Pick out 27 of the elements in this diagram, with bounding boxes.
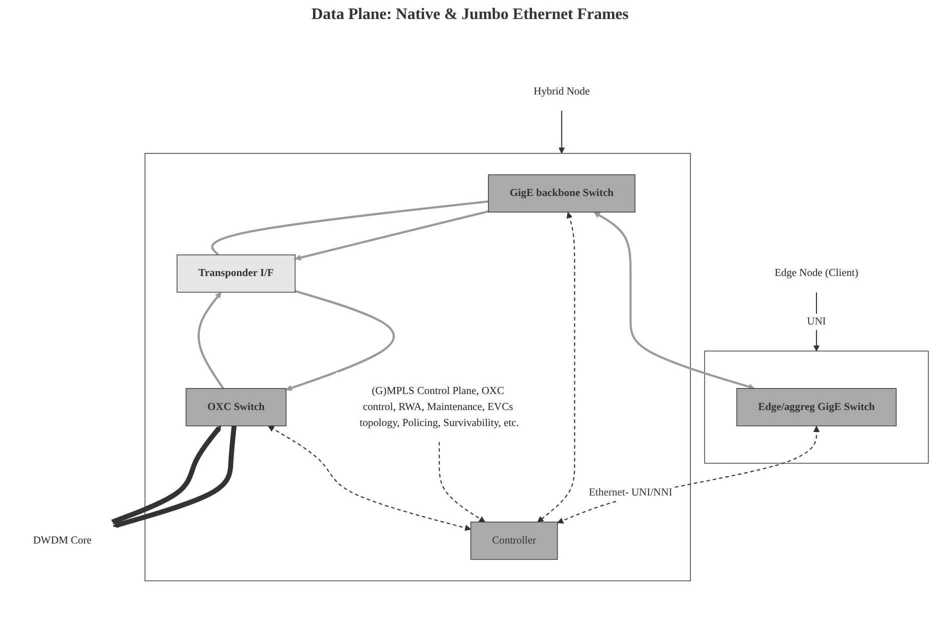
arrow — [557, 426, 820, 524]
node-box: GigE backbone Switch — [488, 174, 636, 212]
arrow — [537, 212, 576, 522]
arrow — [438, 442, 486, 522]
edge-label: Ethernet- UNI/NNI — [588, 486, 672, 498]
node-text: Hybrid Node — [534, 86, 590, 98]
arrow — [294, 210, 489, 261]
node-box: OXC Switch — [186, 388, 286, 426]
node-box: Transponder I/F — [176, 254, 296, 293]
arrow — [558, 110, 565, 154]
arrow — [111, 426, 222, 524]
node-box: Edge/aggreg GigE Switch — [736, 388, 897, 426]
node-text: DWDM Core — [33, 534, 92, 546]
arrow — [594, 212, 755, 390]
connector — [211, 200, 488, 256]
arrow — [112, 426, 237, 528]
edge-label: UNI — [806, 316, 826, 328]
arrow — [813, 292, 820, 352]
arrow — [198, 292, 224, 390]
node-text: Edge Node (Client) — [774, 268, 858, 280]
note-text: Data Plane: Native & Jumbo Ethernet Frames — [311, 6, 629, 24]
cluster — [704, 350, 929, 464]
arrow — [268, 426, 472, 531]
cluster — [144, 152, 691, 582]
node-text: (G)MPLS Control Plane, OXC control, RWA, Maintenance, EVCs topology, Policing, Survivability, etc. — [360, 385, 519, 429]
node-box: Controller — [470, 522, 558, 560]
arrow — [286, 290, 395, 391]
